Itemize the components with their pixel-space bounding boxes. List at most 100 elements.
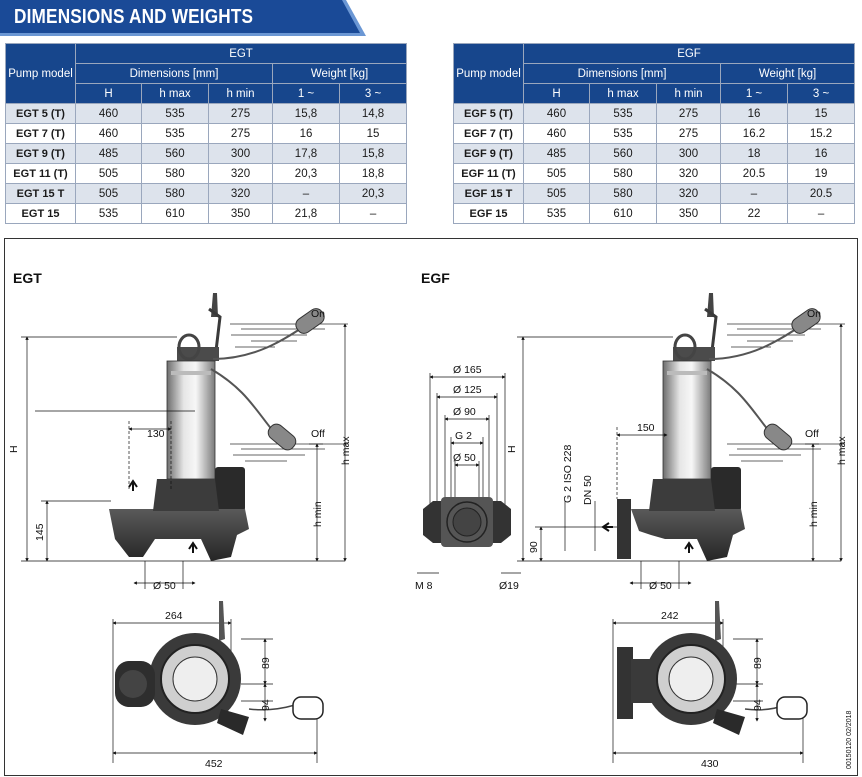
egt-dim-d50: Ø 50 (153, 580, 176, 592)
col-H: H (75, 83, 142, 104)
value-cell: 460 (523, 123, 590, 144)
egt-dim-130: 130 (147, 428, 165, 440)
value-cell: 18 (720, 143, 788, 164)
egf-dim-89: 89 (752, 657, 764, 669)
value-cell: 275 (208, 103, 273, 124)
col-dimensions: Dimensions [mm] (523, 63, 721, 84)
egf-dim-d165: Ø 165 (453, 364, 482, 376)
section-header: DIMENSIONS AND WEIGHTS (0, 0, 366, 36)
pump-model-cell: EGT 15 (5, 203, 76, 224)
pump-model-cell: EGF 11 (T) (453, 163, 524, 184)
egf-dim-150: 150 (637, 422, 655, 434)
value-cell: 16.2 (720, 123, 788, 144)
value-cell: 16 (720, 103, 788, 124)
egf-dim-d90: Ø 90 (453, 406, 476, 418)
egf-label-on: On (807, 308, 821, 320)
value-cell: 21,8 (272, 203, 340, 224)
value-cell: 560 (141, 143, 209, 164)
value-cell: 14,8 (338, 103, 408, 124)
pump-model-cell: EGF 5 (T) (453, 103, 524, 124)
header-banner (0, 0, 366, 36)
value-cell: 275 (208, 123, 273, 144)
egf-dim-242: 242 (661, 610, 679, 622)
value-cell: 460 (523, 103, 590, 124)
egf-dim-d50: Ø 50 (649, 580, 672, 592)
value-cell: 580 (589, 183, 657, 204)
egf-label-off: Off (805, 428, 819, 440)
pump-model-cell: EGF 7 (T) (453, 123, 524, 144)
value-cell: 505 (523, 163, 590, 184)
pump-model-cell: EGF 15 T (453, 183, 524, 204)
value-cell: 580 (141, 183, 209, 204)
egt-dim-452: 452 (205, 758, 223, 770)
pump-model-cell: EGT 5 (T) (5, 103, 76, 124)
value-cell: 505 (523, 183, 590, 204)
col-weight-1ph: 1 ~ (720, 83, 788, 104)
egf-title: EGF (421, 270, 450, 286)
egt-dim-89: 89 (260, 657, 272, 669)
value-cell: – (338, 203, 408, 224)
egt-dim-hmax: h max (340, 436, 352, 465)
col-hmax: h max (141, 83, 209, 104)
pump-model-cell: EGT 15 T (5, 183, 76, 204)
page-title: DIMENSIONS AND WEIGHTS (14, 6, 254, 28)
value-cell: 15.2 (786, 123, 856, 144)
egf-dim-d19: Ø19 (499, 580, 519, 592)
egf-dimensions-table: Pump model EGF Dimensions [mm] Weight [k… (453, 43, 856, 224)
value-cell: 535 (589, 123, 657, 144)
pump-model-cell: EGF 9 (T) (453, 143, 524, 164)
technical-drawing: EGT (4, 238, 858, 776)
egf-flange-view: EGF Ø 165 Ø 125 Ø 90 G 2 Ø 50 (415, 270, 521, 592)
col-hmin: h min (656, 83, 721, 104)
egt-label-on: On (311, 308, 325, 320)
egf-dim-90: 90 (528, 541, 540, 553)
egt-dim-94: 94 (260, 699, 272, 711)
value-cell: 320 (208, 163, 273, 184)
value-cell: 20.5 (786, 183, 856, 204)
value-cell: 560 (589, 143, 657, 164)
pump-model-cell: EGT 9 (T) (5, 143, 76, 164)
value-cell: 535 (141, 123, 209, 144)
value-cell: 16 (786, 143, 856, 164)
value-cell: 580 (589, 163, 657, 184)
value-cell: 18,8 (338, 163, 408, 184)
col-H: H (523, 83, 590, 104)
egt-dimensions-table: Pump model EGT Dimensions [mm] Weight [k… (5, 43, 408, 224)
egt-dim-hmin: h min (312, 501, 324, 527)
value-cell: 350 (208, 203, 273, 224)
value-cell: 505 (75, 183, 142, 204)
pump-model-cell: EGT 11 (T) (5, 163, 76, 184)
egt-label-off: Off (311, 428, 325, 440)
col-weight-3ph: 3 ~ (786, 83, 856, 104)
egf-dim-d50-flange: Ø 50 (453, 452, 476, 464)
egt-top-view: 264 89 94 452 (112, 601, 324, 770)
egf-dim-m8: M 8 (415, 580, 433, 592)
value-cell: 16 (272, 123, 340, 144)
col-dimensions: Dimensions [mm] (75, 63, 273, 84)
document-code: 00150120 02/2018 (846, 711, 853, 769)
value-cell: 19 (786, 163, 856, 184)
value-cell: – (786, 203, 856, 224)
table-series: EGT (74, 43, 408, 64)
value-cell: 535 (141, 103, 209, 124)
egf-top-view: 242 89 94 430 (612, 601, 808, 770)
col-hmax: h max (589, 83, 657, 104)
value-cell: 460 (75, 123, 142, 144)
egf-dim-d125: Ø 125 (453, 384, 482, 396)
value-cell: 300 (208, 143, 273, 164)
value-cell: 15 (786, 103, 856, 124)
value-cell: 22 (720, 203, 788, 224)
egf-dim-H: H (506, 445, 518, 453)
table-series: EGF (522, 43, 856, 64)
value-cell: 15,8 (338, 143, 408, 164)
value-cell: 300 (656, 143, 721, 164)
